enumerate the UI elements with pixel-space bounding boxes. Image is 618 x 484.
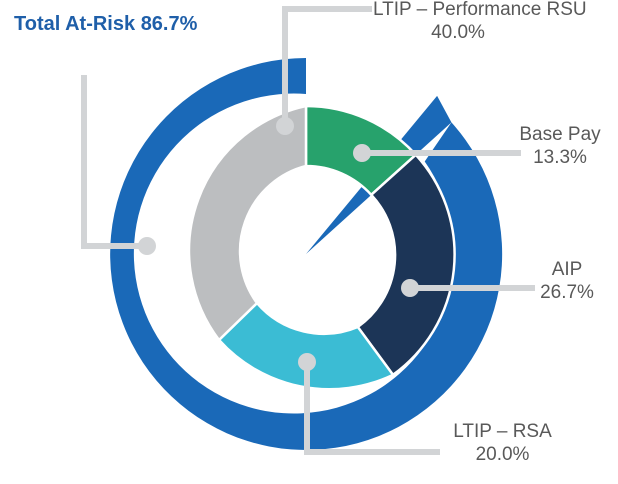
label-ltip-rsa: LTIP – RSA 20.0% [440,420,565,466]
leader-line-ltip-rsa [304,362,440,455]
label-ltip-rsa-name: LTIP – RSA [453,421,552,442]
label-performance-rsu-name: LTIP – Performance RSU [373,0,587,20]
leader-dot-total-at-risk [138,237,156,255]
label-total-at-risk: Total At-Risk 86.7% [14,12,197,37]
leader-dots [138,117,419,371]
label-aip-name: AIP [551,259,583,280]
segment-performance-rsu [187,104,308,342]
label-base-pay-name: Base Pay [519,124,601,145]
leader-dot-performance-rsu [276,117,294,135]
leader-dot-ltip-rsa [298,353,316,371]
leader-line-total-at-risk [81,75,147,249]
label-total-at-risk-name: Total At-Risk [14,13,136,35]
segment-aip [356,153,456,377]
label-performance-rsu-value: 40.0% [431,22,485,43]
leader-dot-aip [401,279,419,297]
leader-dot-base-pay [353,144,371,162]
label-ltip-rsa-value: 20.0% [475,444,530,465]
leader-line-performance-rsu [282,6,372,126]
label-total-at-risk-value: 86.7% [140,13,198,35]
leader-lines [81,6,535,455]
label-aip: AIP 26.7% [520,258,614,304]
label-aip-value: 26.7% [540,282,594,303]
label-performance-rsu: LTIP – Performance RSU 40.0% [373,0,587,44]
label-base-pay-value: 13.3% [533,147,587,168]
label-base-pay: Base Pay 13.3% [505,123,615,169]
